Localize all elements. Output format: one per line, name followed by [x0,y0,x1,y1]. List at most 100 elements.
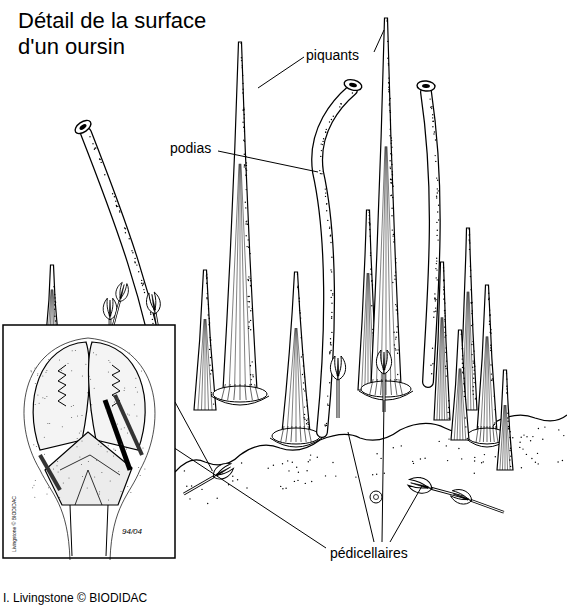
stipple-dot [488,298,489,299]
stipple-dot [376,453,377,454]
stipple-dot [394,232,395,233]
collar-ridge [476,426,478,442]
stipple-dot [391,208,392,209]
part-label: piquants [306,47,359,63]
stipple-dot [507,417,508,418]
stipple-dot [437,230,438,231]
stipple-dot [371,280,372,281]
stipple-dot [101,472,102,473]
stipple-dot [329,228,330,229]
stipple-dot [436,235,437,236]
stipple-dot [243,127,244,128]
stipple-dot [462,344,463,345]
pedicellaria-jaw [213,466,235,483]
stipple-dot [371,305,372,306]
stipple-dot [389,110,390,111]
spine-symbol [359,18,413,400]
signature-note: 94/04 [122,527,142,536]
stipple-dot [114,196,115,197]
stipple-dot [510,431,511,432]
stipple-dot [521,467,522,468]
stipple-dot [113,455,114,456]
stipple-dot [251,379,252,380]
stipple-dot [434,298,435,299]
stipple-dot [396,332,397,333]
stipple-dot [244,141,245,142]
stipple-dot [443,267,444,268]
pedicellaria-symbol [330,356,345,418]
stipple-dot [232,476,233,477]
spine-symbol [194,270,216,410]
stipple-dot [490,333,491,334]
stipple-dot [42,397,43,398]
stipple-dot [303,365,304,366]
stipple-dot [206,274,207,275]
sucker-center [422,84,430,89]
collar-ridge [300,426,301,442]
stipple-dot [245,168,246,169]
stipple-dot [244,164,245,165]
stipple-dot [443,280,444,281]
spine-base [270,438,322,447]
collar-ridge [399,379,403,395]
stipple-dot [352,92,353,93]
stipple-dot [117,442,118,443]
stipple-dot [250,253,251,254]
stipple-dot [77,446,78,447]
collar-ridge [296,426,297,442]
stipple-dot [125,228,126,229]
stipple-dot [393,241,394,242]
stipple-dot [44,398,45,399]
stipple-dot [210,340,211,341]
stipple-dot [306,399,307,400]
stipple-dot [331,316,332,317]
stipple-dot [108,372,109,373]
spine-ridge [437,317,441,420]
sucker-center [349,82,358,88]
stipple-dot [437,188,438,189]
stipple-dot [391,164,392,165]
stipple-dot [387,20,388,21]
stipple-dot [473,350,474,351]
stipple-dot [462,372,463,373]
stipple-dot [250,374,251,375]
stipple-dot [243,140,244,141]
stipple-dot [141,280,142,281]
stipple-dot [292,462,293,463]
stipple-dot [562,460,563,461]
stipple-dot [243,117,244,118]
stipple-dot [304,414,305,415]
stipple-dot [531,458,532,459]
stipple-dot [461,334,462,335]
stipple-dot [35,383,36,384]
stipple-dot [201,489,202,490]
pedicellaria-jaw [383,352,385,370]
stipple-dot [510,448,511,449]
stipple-dot [446,375,447,376]
spine-ridge [235,164,240,390]
stipple-dot [213,403,214,404]
stipple-dot [563,435,564,436]
stipple-dot [395,338,396,339]
stipple-dot [73,405,74,406]
podium-tube [426,92,435,382]
stipple-dot [389,160,390,161]
pedicellaria-stalk [184,476,215,494]
stipple-dot [523,434,524,435]
collar-ridge [286,426,288,442]
stipple-dot [390,153,391,154]
spine-ridge [297,328,305,432]
stipple-dot [470,276,471,277]
stipple-dot [48,359,49,360]
spine-ridge [442,317,443,420]
stipple-dot [82,375,83,376]
stipple-dot [251,384,252,385]
stipple-dot [458,448,459,449]
stipple-dot [521,437,522,438]
stipple-dot [321,150,322,151]
stipple-dot [391,143,392,144]
stipple-dot [369,223,370,224]
stipple-dot [390,195,391,196]
spine-ridge [468,292,469,410]
stipple-dot [392,235,393,236]
